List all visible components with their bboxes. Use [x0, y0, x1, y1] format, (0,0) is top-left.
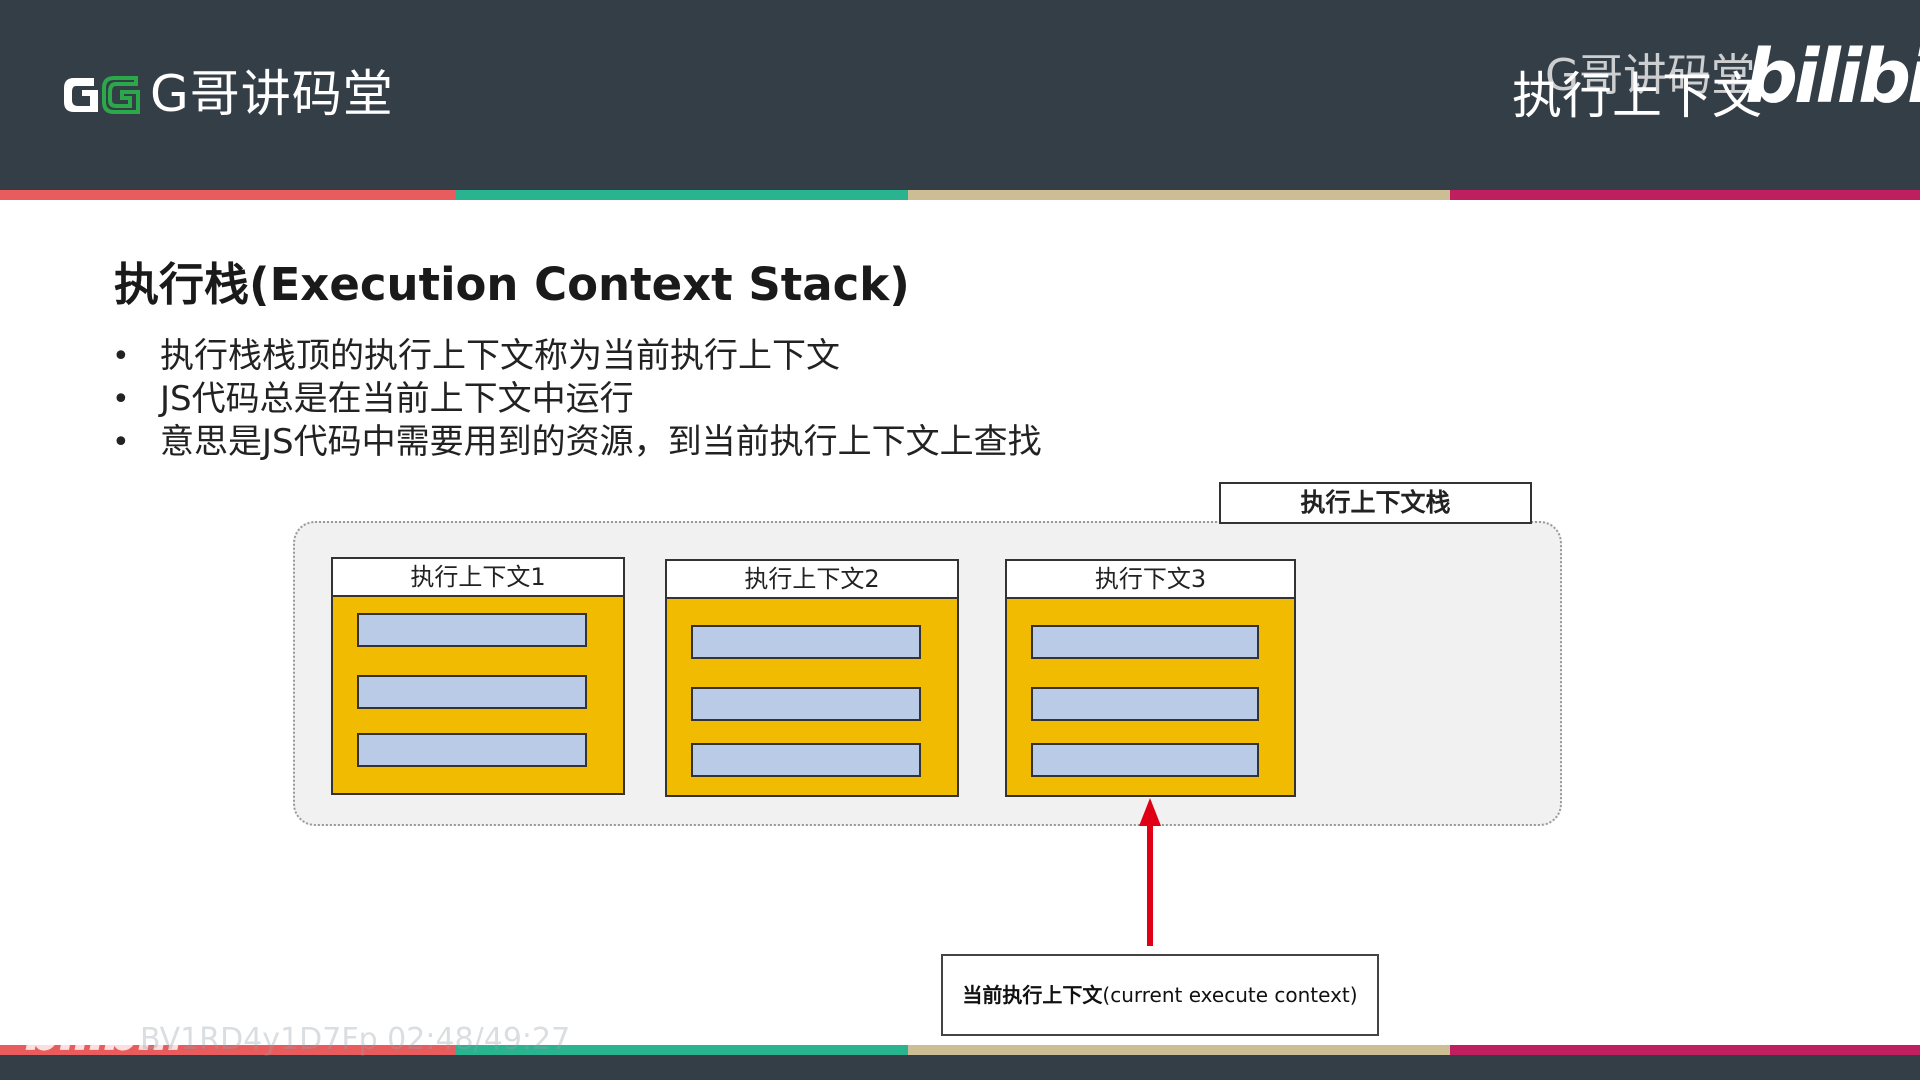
context-box-2: 执行上下文2 [665, 559, 959, 797]
context-slot [691, 687, 921, 721]
slide-header: G哥讲码堂 G哥讲码堂 bilibili 执行上下文 [0, 0, 1920, 190]
stripe-red [0, 190, 456, 200]
context-header: 执行上下文2 [665, 559, 959, 597]
context-slot [691, 625, 921, 659]
stripe-green [456, 1045, 908, 1055]
stripe-magenta [1450, 1045, 1920, 1055]
context-body [331, 595, 625, 795]
channel-watermark: G哥讲码堂 [1545, 50, 1756, 101]
bullet-item: • 执行栈栈顶的执行上下文称为当前执行上下文 [112, 335, 1042, 378]
context-slot [691, 743, 921, 777]
up-arrow-icon [1139, 798, 1161, 946]
bullet-text: 意思是JS代码中需要用到的资源，到当前执行上下文上查找 [160, 422, 1042, 462]
stripe-tan [908, 190, 1450, 200]
brand-name: G哥讲码堂 [150, 65, 394, 123]
context-slot [1031, 687, 1259, 721]
slide-title: 执行上下文 [1512, 67, 1762, 125]
context-header: 执行上下文1 [331, 557, 625, 595]
context-body [665, 597, 959, 797]
stack-label: 执行上下文栈 [1219, 482, 1532, 524]
context-box-1: 执行上下文1 [331, 557, 625, 795]
current-context-label: 当前执行上下文(current execute context) [941, 954, 1379, 1036]
context-slot [357, 675, 587, 709]
context-slot [357, 733, 587, 767]
bilibili-logo: bilibili [1745, 34, 1920, 120]
context-slot [357, 613, 587, 647]
bilibili-watermark: bilibili [24, 1003, 184, 1063]
bullet-item: • 意思是JS代码中需要用到的资源，到当前执行上下文上查找 [112, 421, 1042, 464]
bullet-list: • 执行栈栈顶的执行上下文称为当前执行上下文 • JS代码总是在当前上下文中运行 •… [112, 335, 1042, 464]
context-slot [1031, 625, 1259, 659]
section-heading: 执行栈(Execution Context Stack) [114, 258, 910, 311]
bullet-dot: • [112, 339, 130, 374]
stripe-tan [908, 1045, 1450, 1055]
current-label-bold: 当前执行上下文 [962, 983, 1103, 1007]
footer-bar [0, 1055, 1920, 1080]
bullet-dot: • [112, 425, 130, 460]
context-box-3: 执行下文3 [1005, 559, 1296, 797]
bullet-text: 执行栈栈顶的执行上下文称为当前执行上下文 [160, 336, 840, 376]
stripe-magenta [1450, 190, 1920, 200]
bullet-text: JS代码总是在当前上下文中运行 [160, 379, 634, 419]
bullet-dot: • [112, 382, 130, 417]
context-body [1005, 597, 1296, 797]
stripe-green [456, 190, 908, 200]
video-info: BV1RD4y1D7Fp 02:48/49:27 [140, 1022, 571, 1057]
stripe-red [0, 1045, 456, 1055]
context-header: 执行下文3 [1005, 559, 1296, 597]
current-label-rest: (current execute context) [1102, 983, 1358, 1007]
g-brand-logo-icon [64, 76, 140, 114]
bullet-item: • JS代码总是在当前上下文中运行 [112, 378, 1042, 421]
context-slot [1031, 743, 1259, 777]
